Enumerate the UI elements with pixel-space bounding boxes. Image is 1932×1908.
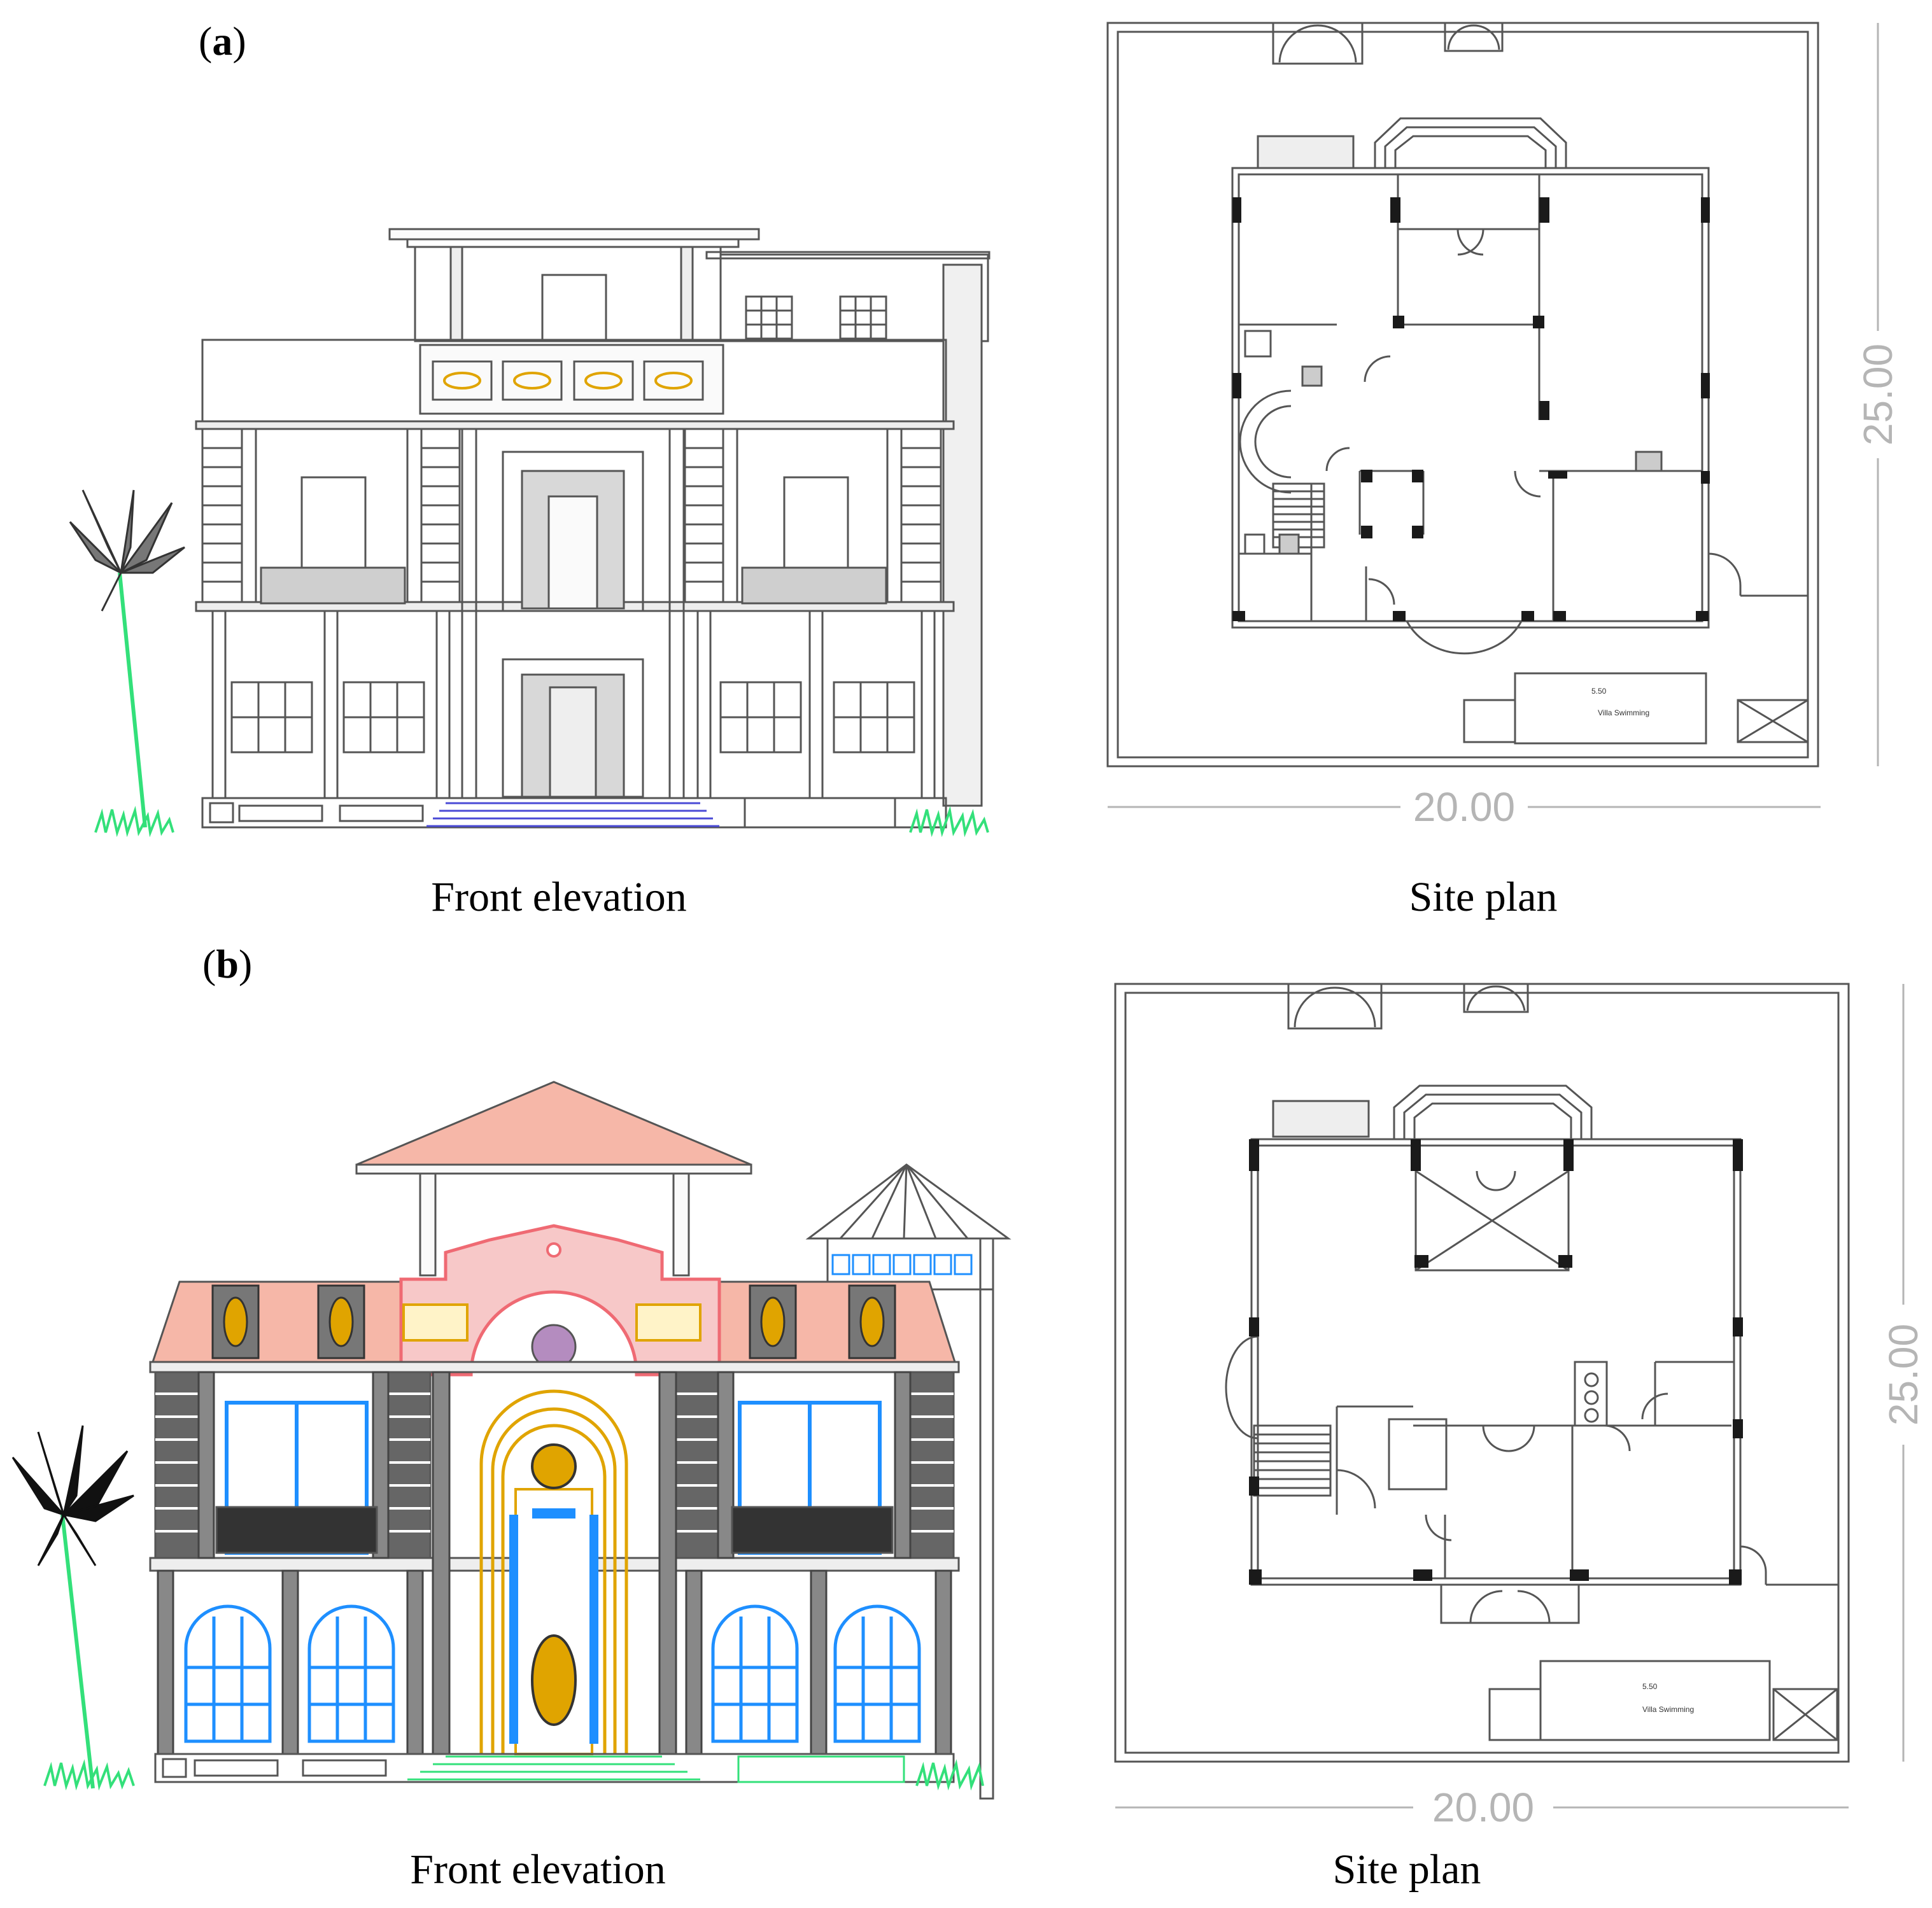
elevation-b-upper-columns [197, 1371, 912, 1559]
elevation-a-balcony-right [741, 566, 887, 605]
elevation-a-entrance-upper [502, 451, 644, 612]
elevation-b-lower-columns [157, 1569, 952, 1755]
elevation-a-ornaments [443, 372, 693, 389]
elevation-a-lower-windows [230, 681, 915, 754]
elevation-b-rusticated [154, 1371, 955, 1559]
elevation-b-steps [407, 1755, 905, 1783]
panel-b-label: (b) [202, 941, 253, 986]
elevation-b-central-door [479, 1389, 628, 1754]
elevation-a-palm-tree [69, 489, 185, 828]
site-plan-a-caption: Site plan [1409, 874, 1558, 920]
site-plan-a-columns [1232, 197, 1710, 621]
elevation-a-rusticated-right [684, 428, 942, 603]
elevation-a-balcony-left [260, 566, 406, 605]
site-plan-b-boundary [1114, 983, 1850, 1763]
site-plan-a-bay [1406, 621, 1523, 655]
site-plan-a-width-label: 20.00 [1413, 784, 1515, 830]
panel-a-label: (a) [199, 18, 246, 64]
site-plan-b-width-label: 20.00 [1432, 1785, 1534, 1830]
site-plan-a-height-label: 25.00 [1855, 344, 1901, 445]
elevation-a-top-windows [745, 295, 887, 340]
site-plan-b-pool-text-2: Villa Swimming [1642, 1705, 1694, 1714]
elevation-b-dormers [211, 1284, 896, 1359]
elevation-a-grass [94, 806, 989, 838]
site-plan-a-curved-stair [1239, 389, 1292, 494]
site-plan-b-columns [1249, 1139, 1743, 1585]
elevation-b-balcony-left [215, 1506, 378, 1554]
site-plan-a-pool-text-2: Villa Swimming [1598, 708, 1649, 717]
elevation-a-ornament-panels [432, 360, 704, 401]
elevation-a-caption: Front elevation [431, 874, 687, 920]
elevation-b-tower-windows [831, 1254, 973, 1275]
site-plan-a-pool [1463, 672, 1809, 745]
elevation-b-grass [43, 1759, 984, 1791]
site-plan-b-central-bay [1414, 1144, 1570, 1272]
elevation-b-caption: Front elevation [410, 1846, 666, 1893]
site-plan-a-boundary [1106, 22, 1819, 768]
elevation-b-lower-windows [184, 1604, 921, 1743]
elevation-a-steps [427, 802, 719, 827]
site-plan-b-height-label: 25.00 [1880, 1324, 1926, 1426]
elevation-b-balcony-right [731, 1506, 894, 1554]
site-plan-b-caption: Site plan [1332, 1846, 1481, 1893]
site-plan-b-gates [1287, 984, 1529, 1030]
site-plan-b-pool [1488, 1660, 1838, 1741]
site-plan-b-pool-text-1: 5.50 [1642, 1682, 1658, 1691]
elevation-a-rusticated-left [201, 428, 461, 603]
site-plan-b-house-outline [1250, 1138, 1742, 1586]
site-plan-a-gates [1272, 23, 1504, 65]
site-plan-a-pool-text-1: 5.50 [1591, 687, 1607, 696]
site-plan-b-bay-left [1225, 1335, 1259, 1440]
elevation-b-palm-tree [11, 1425, 134, 1789]
